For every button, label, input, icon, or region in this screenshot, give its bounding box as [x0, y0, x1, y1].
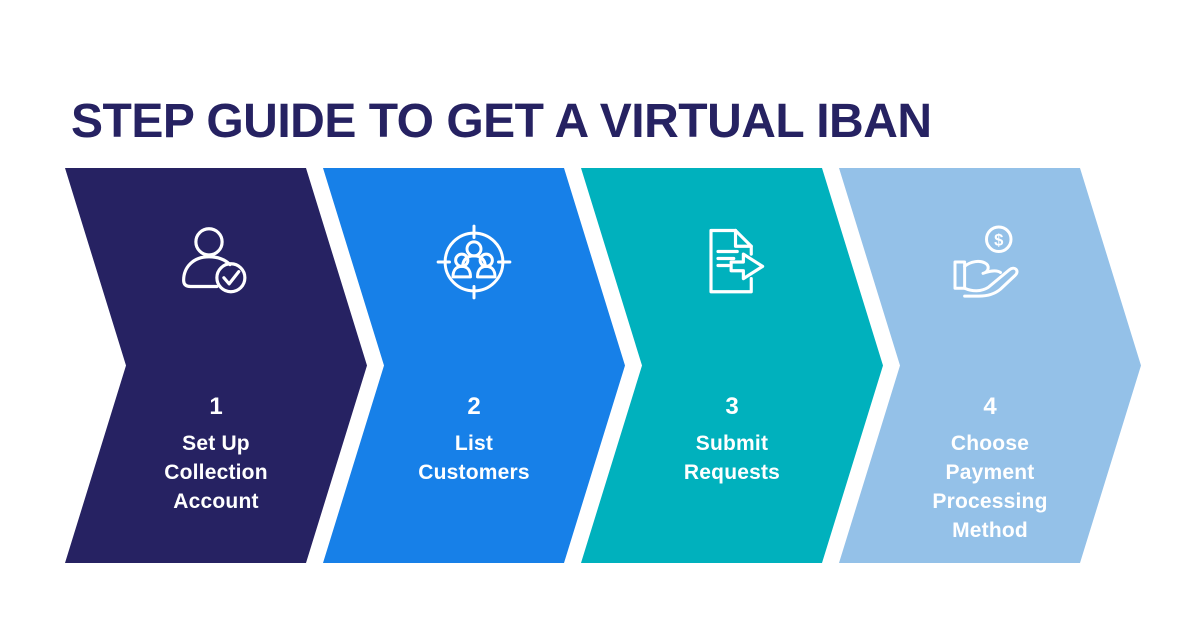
step-label-line: Choose [950, 432, 1030, 455]
customers-target-icon [432, 220, 516, 304]
svg-text:$: $ [994, 230, 1003, 249]
step-chevron-1: 1 Set Up Collection Account [65, 168, 367, 563]
step-label-line: Requests [683, 461, 781, 484]
step-label-line: Processing [932, 490, 1048, 513]
person-check-icon [174, 220, 258, 304]
document-arrow-icon [690, 220, 774, 304]
step-label-line: Collection [164, 461, 268, 484]
step-number: 4 [983, 393, 997, 420]
step-number: 1 [209, 393, 223, 420]
step-label-line: List [454, 432, 494, 455]
step-text-3: 3 Submit Requests [684, 392, 780, 487]
step-label-line: Account [173, 490, 259, 513]
step-chevron-4: $ 4 Choose Payment Processing Method [839, 168, 1141, 563]
step-chevron-2: 2 List Customers [323, 168, 625, 563]
step-label-line: Customers [418, 461, 530, 484]
step-label-line: Submit [695, 432, 769, 455]
step-label-line: Method [952, 519, 1028, 542]
step-label-line: Set Up [182, 432, 250, 455]
page-title: STEP GUIDE TO GET A VIRTUAL IBAN [71, 95, 932, 149]
step-text-1: 1 Set Up Collection Account [164, 392, 268, 516]
step-number: 2 [467, 393, 481, 420]
step-text-4: 4 Choose Payment Processing Method [932, 392, 1047, 545]
step-number: 3 [725, 393, 739, 420]
step-text-2: 2 List Customers [418, 392, 530, 487]
step-label-line: Payment [945, 461, 1035, 484]
hand-coin-icon: $ [948, 220, 1032, 304]
step-chevron-3: 3 Submit Requests [581, 168, 883, 563]
